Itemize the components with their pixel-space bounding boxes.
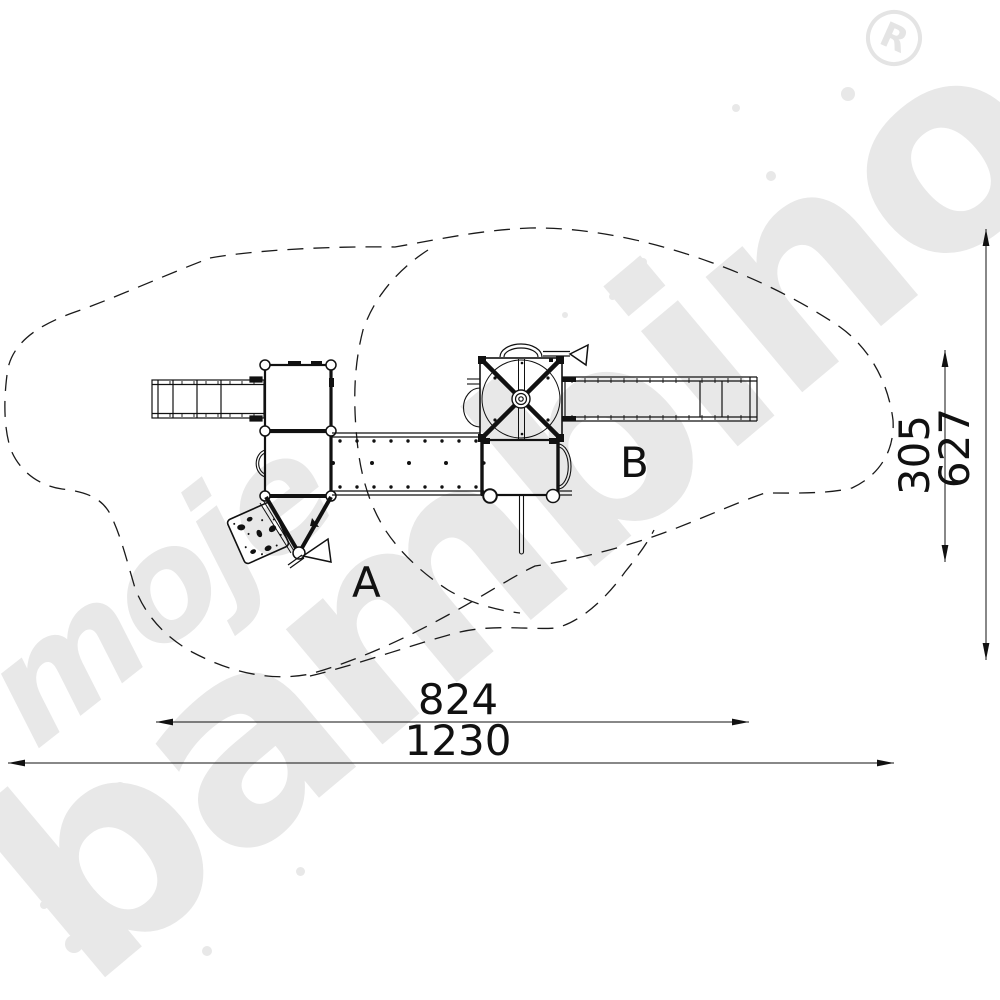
dimension-inner-width: 824	[156, 675, 749, 726]
talk-tube-bottom	[287, 537, 332, 569]
structure-b	[463, 343, 758, 555]
slide-right	[562, 376, 758, 422]
watermark-dot	[609, 293, 616, 300]
watermark-dot	[902, 136, 910, 144]
watermark-dot	[65, 935, 83, 953]
fireman-pole	[518, 496, 525, 555]
dimension-value-627: 627	[930, 408, 979, 488]
safety-zone-outer-path	[4, 227, 894, 678]
safety-zone-inner-arc-a	[309, 529, 655, 677]
watermark-dot	[40, 901, 48, 909]
watermark-dot	[202, 946, 212, 956]
roof-dots	[493, 361, 550, 436]
talk-tube-top	[543, 343, 589, 367]
watermark-dot	[639, 258, 647, 266]
dimension-inner-height: 305	[890, 350, 949, 562]
bridge-left	[151, 376, 265, 422]
watermark-dot	[766, 171, 776, 181]
watermark-dot	[732, 104, 740, 112]
safety-zone-dashed-outline	[4, 227, 894, 678]
dimension-lines: 824 1230 305 627	[8, 229, 990, 767]
dimension-outer-width: 1230	[8, 716, 894, 767]
platform-b	[480, 438, 572, 504]
platform-a-upper	[263, 361, 334, 433]
structure-a	[151, 359, 337, 569]
watermark-dot	[841, 87, 855, 101]
platform-a-lower	[255, 430, 333, 498]
roof-tower	[463, 343, 564, 442]
watermark-dot	[114, 782, 126, 794]
zone-label-b: B	[620, 438, 649, 487]
walkway-posts	[331, 439, 485, 489]
zone-label-a: A	[352, 558, 381, 607]
watermark-dot	[296, 867, 305, 876]
dimension-value-824: 824	[418, 675, 498, 724]
dimension-outer-height: 627	[930, 229, 990, 660]
climbing-wall	[226, 501, 290, 565]
safety-zone-inner-arc-b	[354, 249, 521, 614]
dimension-value-305: 305	[890, 415, 939, 495]
watermark-dot	[562, 312, 568, 318]
dimension-value-1230: 1230	[405, 716, 512, 765]
